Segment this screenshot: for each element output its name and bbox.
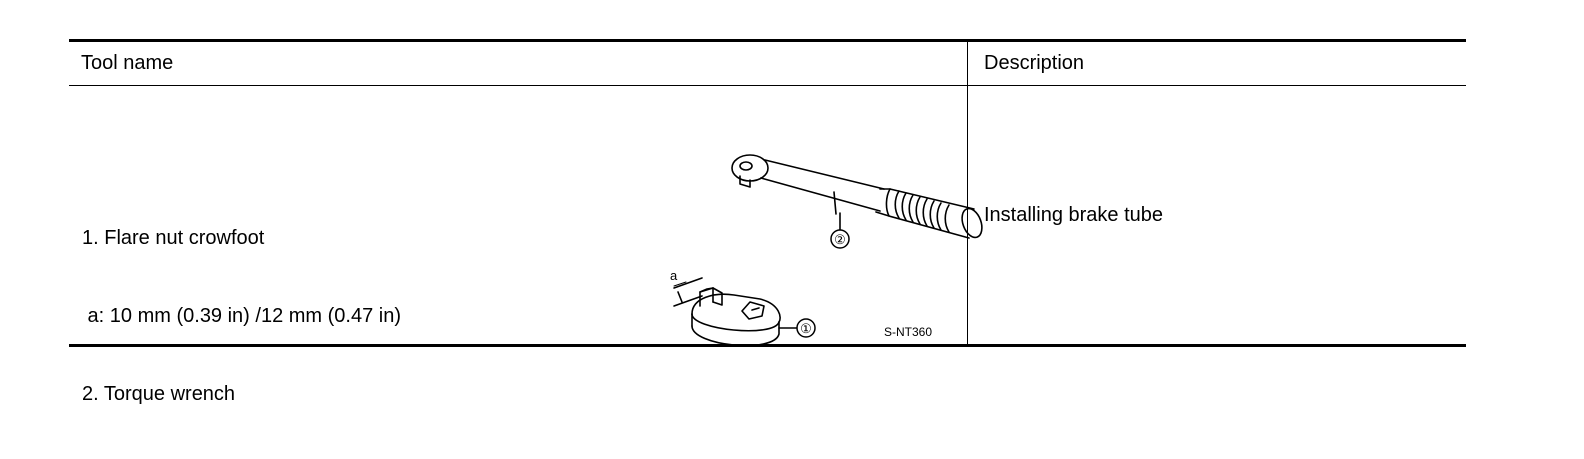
figure-code: S-NT360 (884, 325, 932, 339)
table-header-row: Tool name Description (69, 42, 1466, 86)
description-cell: Installing brake tube (967, 86, 1466, 344)
svg-text:②: ② (834, 232, 846, 247)
svg-text:①: ① (800, 321, 812, 336)
tool-name-lines: 1. Flare nut crowfoot a: 10 mm (0.39 in)… (82, 173, 401, 459)
header-description: Description (984, 52, 1085, 74)
dimension-label-a: a (670, 268, 678, 283)
special-tool-table: Tool name Description 1. Flare nut crowf… (69, 39, 1466, 405)
header-cell-description: Description (967, 42, 1466, 85)
tool-line-2: a: 10 mm (0.39 in) /12 mm (0.47 in) (82, 305, 402, 327)
crowfoot-drawing (691, 287, 799, 347)
tool-illustration: ① ② a S-NT360 (670, 154, 983, 347)
table-top-rule (69, 39, 1466, 42)
table-bottom-rule (69, 344, 1466, 347)
tool-line-1: 1. Flare nut crowfoot (82, 227, 265, 249)
dimension-a-marker (673, 277, 703, 307)
torque-wrench-drawing (731, 154, 983, 239)
header-cell-tool-name: Tool name (69, 42, 967, 85)
tool-name-cell: 1. Flare nut crowfoot a: 10 mm (0.39 in)… (69, 86, 983, 405)
tool-line-3: 2. Torque wrench (82, 383, 236, 405)
description-text: Installing brake tube (984, 204, 1164, 226)
callout-2: ② (830, 229, 850, 249)
callout-1: ① (796, 318, 816, 338)
header-tool-name: Tool name (81, 52, 174, 74)
table-row: 1. Flare nut crowfoot a: 10 mm (0.39 in)… (69, 86, 1466, 405)
